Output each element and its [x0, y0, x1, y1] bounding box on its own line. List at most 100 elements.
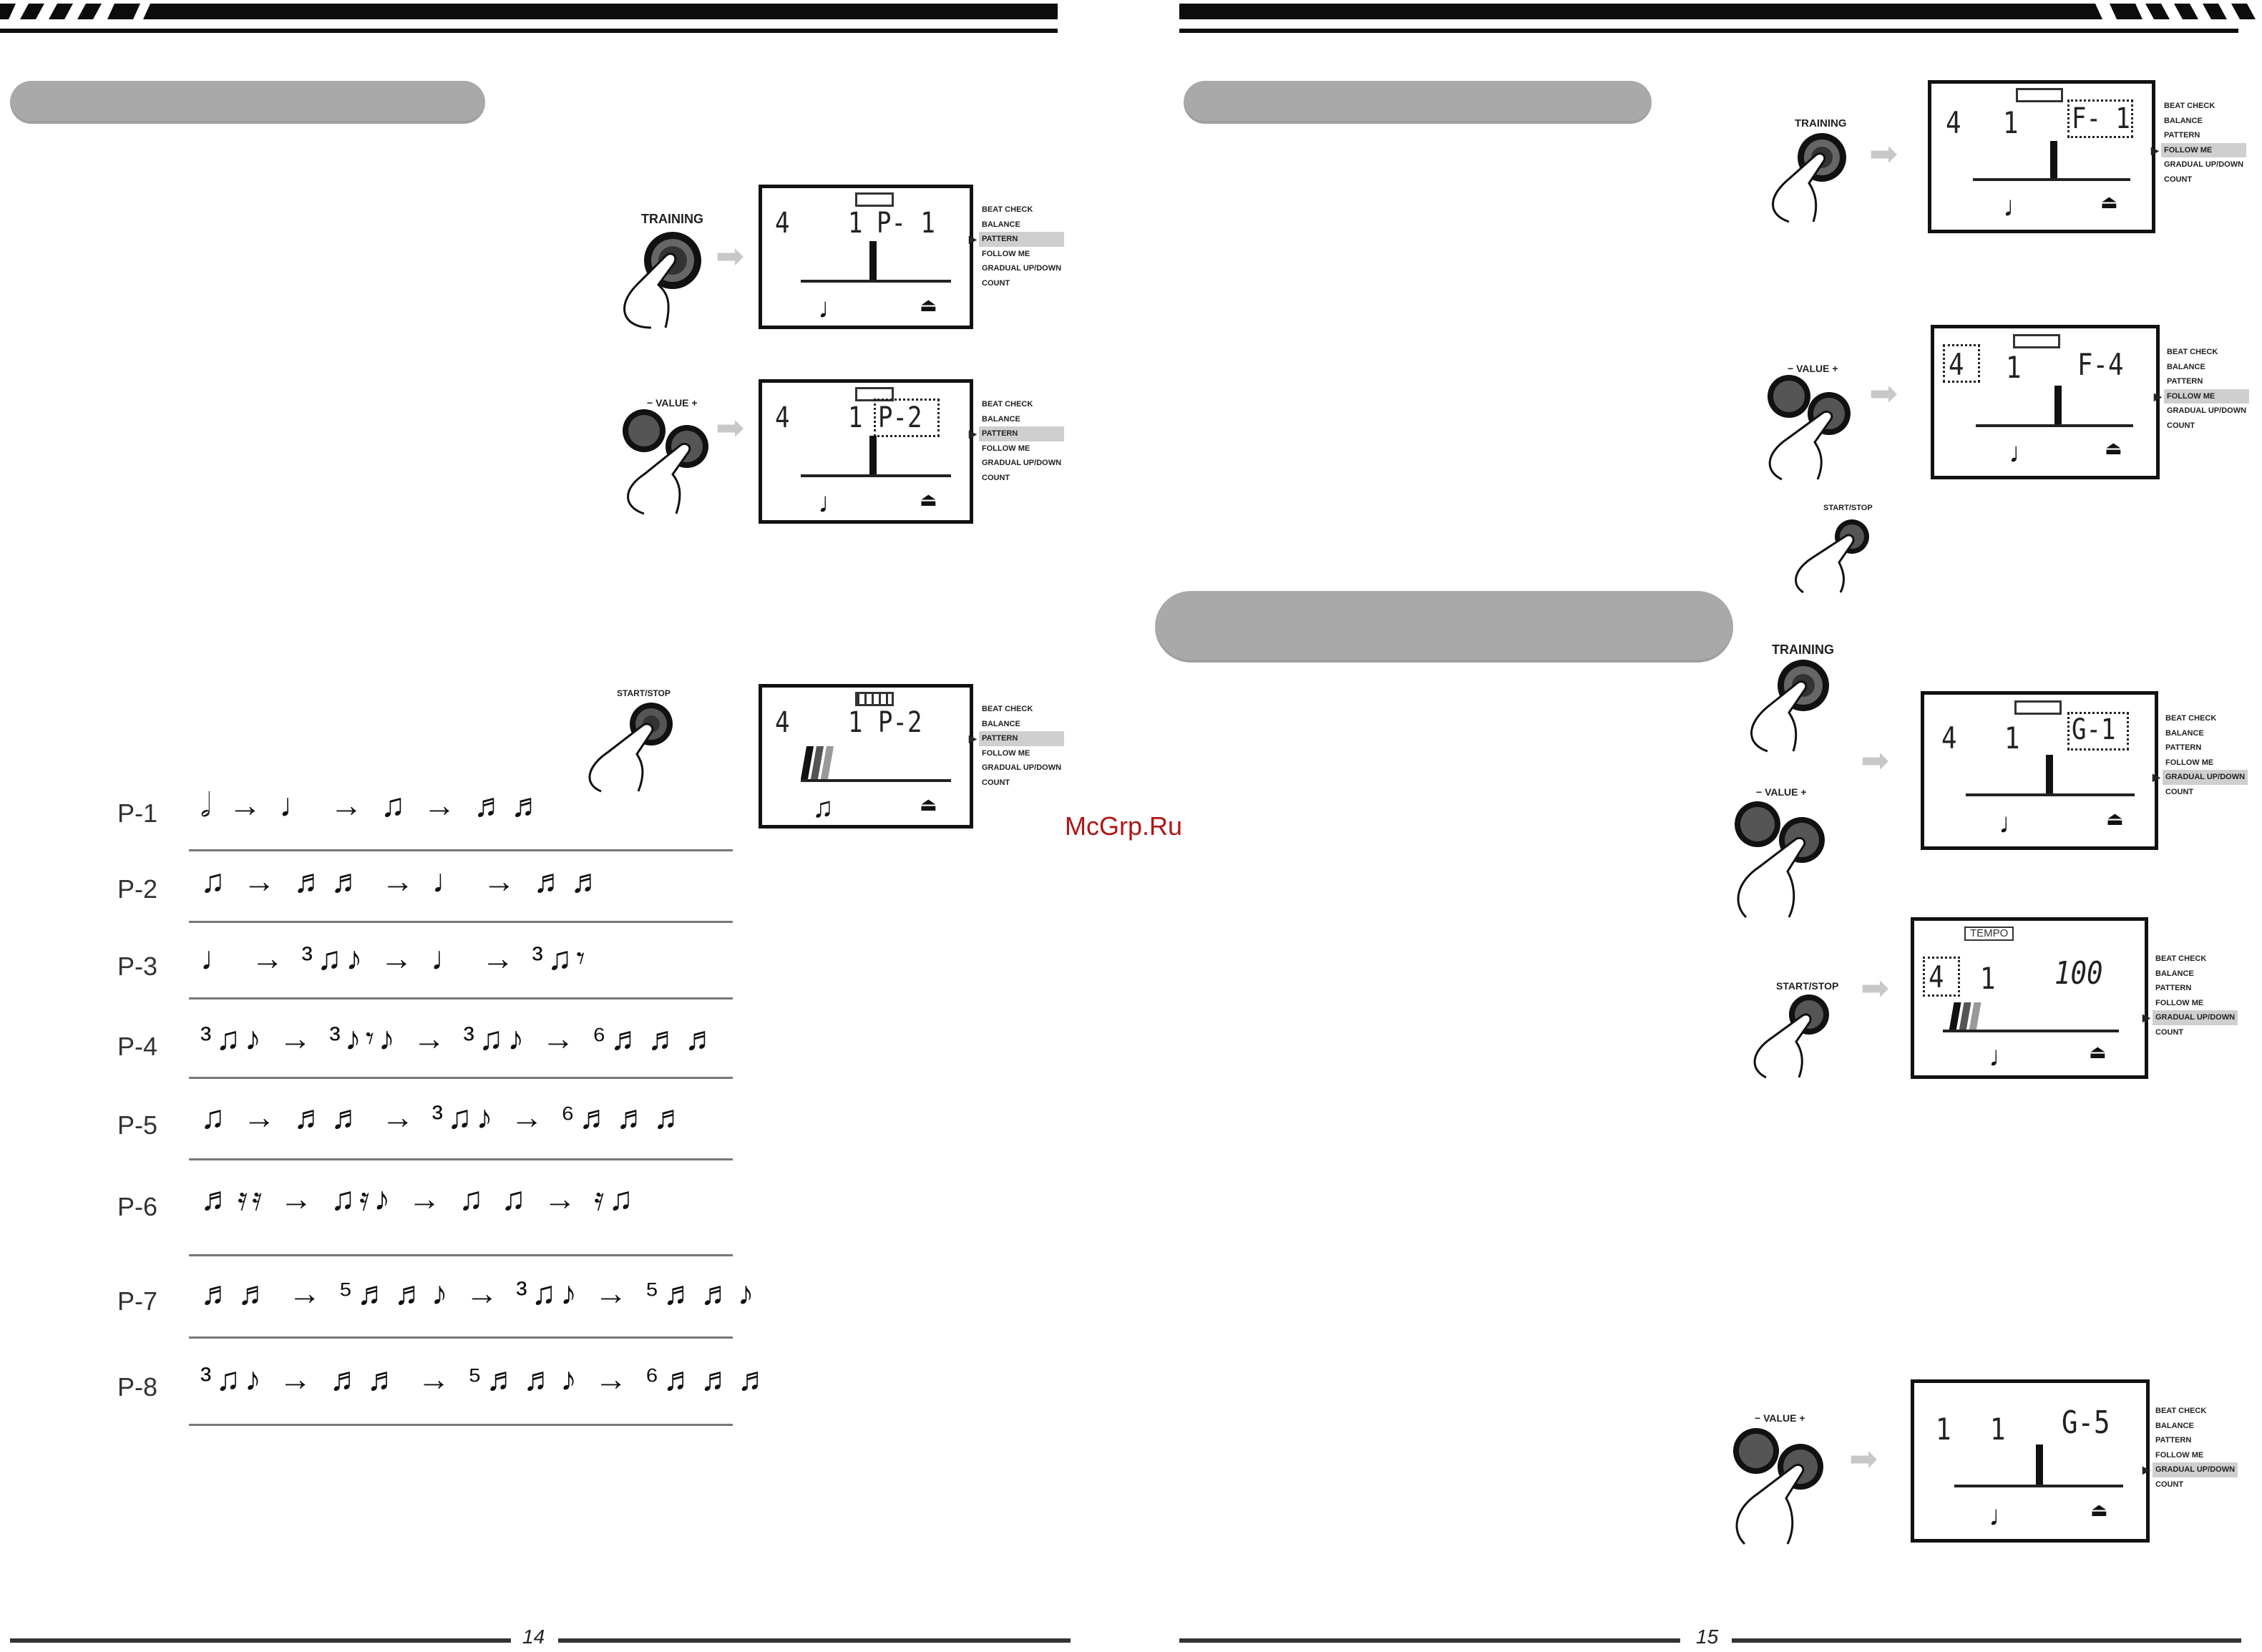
lcd-menu: ▶ BEAT CHECK BALANCE PATTERN FOLLOW ME G…: [2154, 345, 2250, 433]
training-button-label: TRAINING: [641, 212, 703, 226]
menu-item: PATTERN: [2167, 377, 2203, 386]
menu-item: PATTERN: [2165, 743, 2202, 752]
lcd-menu: ▶ BEAT CHECK BALANCE PATTERN FOLLOW ME G…: [969, 202, 1065, 290]
tempo-label: TEMPO: [1964, 927, 2014, 941]
pattern-label: P-3: [117, 952, 158, 981]
lcd-meter-highlight: [1923, 957, 1960, 997]
quarter-note-icon: ♩: [2009, 437, 2037, 469]
pattern-label: P-2: [117, 874, 158, 904]
quarter-note-icon: ♩: [1999, 808, 2027, 839]
menu-item: BALANCE: [982, 719, 1020, 728]
lcd-meter: 4: [775, 706, 790, 739]
lcd-beat: 1: [848, 207, 863, 240]
menu-item: BEAT CHECK: [982, 400, 1033, 409]
drum-pad-icon: ⏏: [2089, 1041, 2107, 1062]
drum-pad-icon: ⏏: [920, 489, 937, 510]
menu-pointer-icon: ▶: [969, 428, 977, 439]
menu-item: COUNT: [2164, 175, 2193, 184]
lcd-baseline: [1973, 178, 2130, 181]
pattern-notes: ♬𝄿𝄿 → ♫𝄿♪ → ♫ ♫ → 𝄿♫: [200, 1180, 638, 1217]
eighth-notes-icon: ♫: [812, 792, 834, 823]
menu-item: BEAT CHECK: [982, 205, 1033, 214]
menu-pointer-icon: ▶: [969, 733, 977, 744]
quarter-note-icon: ♩: [1989, 1500, 2017, 1532]
arrow-right-icon: ➡: [1869, 375, 1898, 413]
value-buttons[interactable]: [1730, 1422, 1838, 1551]
footer-rule: [10, 1638, 511, 1643]
lcd-value-highlight: [2067, 99, 2133, 138]
value-buttons[interactable]: [615, 406, 723, 521]
lcd-baseline: [1966, 793, 2135, 796]
lcd-beat: 1: [2003, 105, 2019, 140]
left-section-title-bar: [10, 81, 485, 124]
menu-pointer-icon: ▶: [2142, 1464, 2150, 1475]
lcd-beat: 1: [1980, 961, 1996, 996]
training-button[interactable]: [1739, 657, 1846, 757]
menu-item: BALANCE: [2155, 969, 2194, 978]
lcd-meter: 4: [1941, 720, 1957, 756]
footer-rule: [1732, 1638, 2241, 1643]
training-button-label: TRAINING: [1795, 117, 1847, 129]
menu-item: BEAT CHECK: [2155, 954, 2207, 963]
row-divider: [189, 1077, 733, 1079]
pattern-label: P-4: [117, 1032, 158, 1061]
lcd-top-indicator: [855, 692, 894, 706]
lcd-beat: 1: [1990, 1412, 2006, 1447]
drum-stick-icon: ⏏: [920, 793, 937, 815]
right-header-stripes: [1179, 4, 2256, 33]
start-stop-button[interactable]: [1789, 512, 1875, 598]
lcd-baseline: [1976, 424, 2133, 427]
menu-item: GRADUAL UP/DOWN: [982, 763, 1062, 772]
menu-item: FOLLOW ME: [982, 249, 1030, 258]
menu-item: BALANCE: [2155, 1421, 2194, 1430]
row-divider: [189, 1158, 733, 1160]
pattern-notes: ♩ → ³♫♪ → ♩ → ³♫𝄾: [200, 939, 590, 977]
drum-pad-icon: ⏏: [2100, 191, 2118, 212]
lcd-beat: 1: [848, 401, 863, 434]
lcd-display: 4 1 P-2 ♩ ⏏: [759, 379, 973, 524]
arrow-right-icon: ➡: [716, 409, 745, 447]
page-number: 15: [1696, 1626, 1719, 1648]
training-button[interactable]: [608, 228, 716, 335]
lcd-value-highlight: [2067, 712, 2129, 751]
start-stop-button[interactable]: [1745, 990, 1845, 1083]
training-button[interactable]: [1760, 129, 1868, 229]
lcd-value: F-4: [2077, 347, 2124, 382]
menu-item: BALANCE: [2167, 362, 2205, 371]
lcd-menu: ▶ BEAT CHECK BALANCE PATTERN FOLLOW ME G…: [2142, 1404, 2238, 1492]
menu-item: BALANCE: [2164, 116, 2203, 125]
menu-item: COUNT: [982, 473, 1010, 482]
watermark: McGrp.Ru: [1065, 811, 1183, 841]
menu-item: BALANCE: [982, 220, 1020, 229]
menu-item: FOLLOW ME: [982, 748, 1030, 758]
menu-item-selected: PATTERN: [979, 232, 1065, 247]
pattern-label: P-1: [117, 798, 158, 828]
value-buttons[interactable]: [1760, 371, 1868, 485]
menu-item-selected: PATTERN: [979, 731, 1065, 746]
pattern-notes: ♬♬ → ⁵♬♬♪ → ³♫♪ → ⁵♬♬♪: [200, 1274, 759, 1311]
lcd-display: 4 1 F- 1 ♩ ⏏: [1928, 80, 2155, 233]
lcd-value: G-1: [2072, 713, 2116, 746]
menu-item: BEAT CHECK: [2167, 348, 2218, 356]
lcd-beat: 1: [848, 706, 863, 739]
menu-item: PATTERN: [2155, 1436, 2192, 1445]
row-divider: [189, 1424, 733, 1426]
value-button-label: − VALUE +: [1756, 786, 1807, 798]
lcd-display: TEMPO 4 1 100 ♩ ⏏: [1911, 917, 2148, 1079]
value-buttons[interactable]: [1732, 796, 1839, 924]
arrow-right-icon: ➡: [1861, 969, 1890, 1007]
lcd-meter: 4: [1946, 105, 1961, 140]
pattern-notes: 𝅗𝅥 → ♩ → ♫ → ♬♬: [200, 786, 548, 823]
lcd-value: P- 1: [877, 207, 935, 240]
lcd-beat-bar: [869, 436, 877, 477]
quarter-note-icon: ♩: [818, 293, 847, 324]
lcd-menu: ▶ BEAT CHECK BALANCE PATTERN FOLLOW ME G…: [2153, 711, 2248, 799]
right-section-title-bar: [1184, 81, 1652, 124]
lcd-top-indicator: [2016, 88, 2063, 102]
menu-pointer-icon: ▶: [2154, 391, 2162, 402]
start-stop-button[interactable]: [580, 698, 687, 798]
lcd-baseline: [801, 474, 951, 477]
lcd-beat-bar: [2054, 386, 2062, 426]
menu-item-selected: GRADUAL UP/DOWN: [2153, 1462, 2238, 1477]
quarter-note-icon: ♩: [2003, 191, 2032, 223]
